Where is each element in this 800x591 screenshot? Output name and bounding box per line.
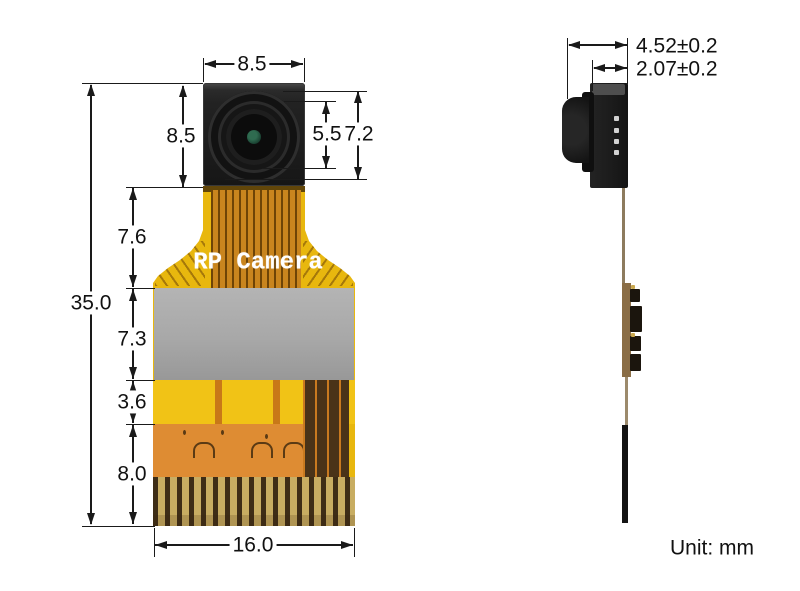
extension-line — [126, 288, 155, 289]
trace-dot — [265, 434, 268, 439]
trace-loop — [251, 442, 273, 458]
extension-line — [592, 60, 593, 91]
side-component — [630, 336, 641, 351]
arrowhead-down — [129, 411, 137, 423]
extension-line — [82, 526, 155, 527]
dim-label: 8.5 — [234, 52, 270, 76]
dim-label: 2.07±0.2 — [634, 57, 720, 81]
dim-label: 3.6 — [114, 390, 150, 414]
extension-line — [82, 83, 203, 84]
arrowhead-down — [87, 513, 95, 525]
dim-label: 4.52±0.2 — [634, 34, 720, 58]
gold-finger-tips — [153, 515, 355, 526]
arrowhead-down — [129, 512, 137, 524]
arrowhead-up — [354, 91, 362, 103]
arrowhead-up — [129, 188, 137, 200]
arrowhead-left — [155, 541, 167, 549]
gold-contact-fingers — [153, 477, 355, 526]
trace-loop — [283, 442, 305, 458]
extension-line — [284, 101, 336, 102]
flex-print-label: RP Camera — [193, 249, 323, 277]
arrowhead-down — [129, 367, 137, 379]
side-connector-end — [622, 425, 628, 523]
dim-label: 7.6 — [114, 225, 150, 249]
dim-label: 7.3 — [114, 327, 150, 351]
flex-connector-area — [153, 424, 305, 477]
side-gold-pad — [631, 333, 635, 337]
trace-dot — [221, 430, 224, 435]
side-module-top-cap — [592, 84, 625, 95]
arrowhead-right — [341, 541, 353, 549]
dimension-line — [569, 44, 627, 46]
extension-line — [126, 380, 155, 381]
side-component — [630, 306, 642, 332]
side-solder-pad — [614, 128, 619, 133]
arrowhead-right — [615, 41, 627, 49]
side-component-strip — [622, 283, 631, 377]
pad-separator — [215, 380, 222, 424]
trace-dot — [183, 430, 186, 435]
flex-cable: RP Camera — [153, 186, 355, 526]
dim-label: 8.0 — [114, 462, 150, 486]
arrowhead-right — [291, 60, 303, 68]
arrowhead-up — [179, 85, 187, 97]
side-flex-cable-lower — [625, 377, 628, 425]
flex-top-shadow — [201, 186, 307, 192]
extension-line — [283, 91, 367, 92]
trace-loop — [193, 442, 215, 458]
extension-line — [154, 528, 155, 557]
arrowhead-up — [129, 381, 137, 393]
arrowhead-up — [129, 425, 137, 437]
extension-line — [203, 58, 204, 82]
side-component — [630, 354, 641, 371]
side-solder-pad — [614, 150, 619, 155]
arrowhead-down — [129, 275, 137, 287]
unit-note: Unit: mm — [670, 536, 754, 560]
extension-line — [354, 528, 355, 557]
side-flex-cable-upper — [622, 188, 625, 284]
lens-aperture — [247, 130, 261, 144]
arrowhead-up — [129, 289, 137, 301]
dim-label: 16.0 — [229, 533, 277, 557]
dim-label: 8.5 — [163, 124, 199, 148]
dim-label: 5.5 — [309, 122, 345, 146]
side-solder-pad — [614, 116, 619, 121]
arrowhead-up — [322, 102, 330, 114]
arrowhead-right — [615, 64, 627, 72]
extension-line — [126, 424, 155, 425]
arrowhead-left — [568, 41, 580, 49]
extension-line — [627, 38, 628, 84]
extension-line — [262, 168, 336, 169]
extension-line — [304, 58, 305, 82]
dimension-line — [594, 67, 627, 69]
side-module-body — [590, 83, 628, 188]
arrowhead-left — [593, 64, 605, 72]
dim-label: 7.2 — [341, 122, 377, 146]
extension-line — [126, 187, 203, 188]
arrowhead-down — [179, 175, 187, 187]
dim-label: 35.0 — [67, 291, 115, 315]
side-gold-pad — [631, 285, 635, 289]
extension-line — [567, 38, 568, 99]
camera-module — [203, 83, 305, 186]
flex-stiffener — [154, 288, 354, 380]
side-solder-pad — [614, 139, 619, 144]
side-component — [630, 289, 640, 302]
arrowhead-down — [322, 156, 330, 168]
side-lens-barrel — [562, 97, 589, 163]
arrowhead-left — [204, 60, 216, 68]
arrowhead-down — [354, 167, 362, 179]
flex-vertical-traces — [211, 190, 301, 288]
pad-separator — [273, 380, 280, 424]
flex-trace-column — [303, 380, 349, 477]
arrowhead-up — [87, 84, 95, 96]
extension-line — [225, 179, 367, 180]
